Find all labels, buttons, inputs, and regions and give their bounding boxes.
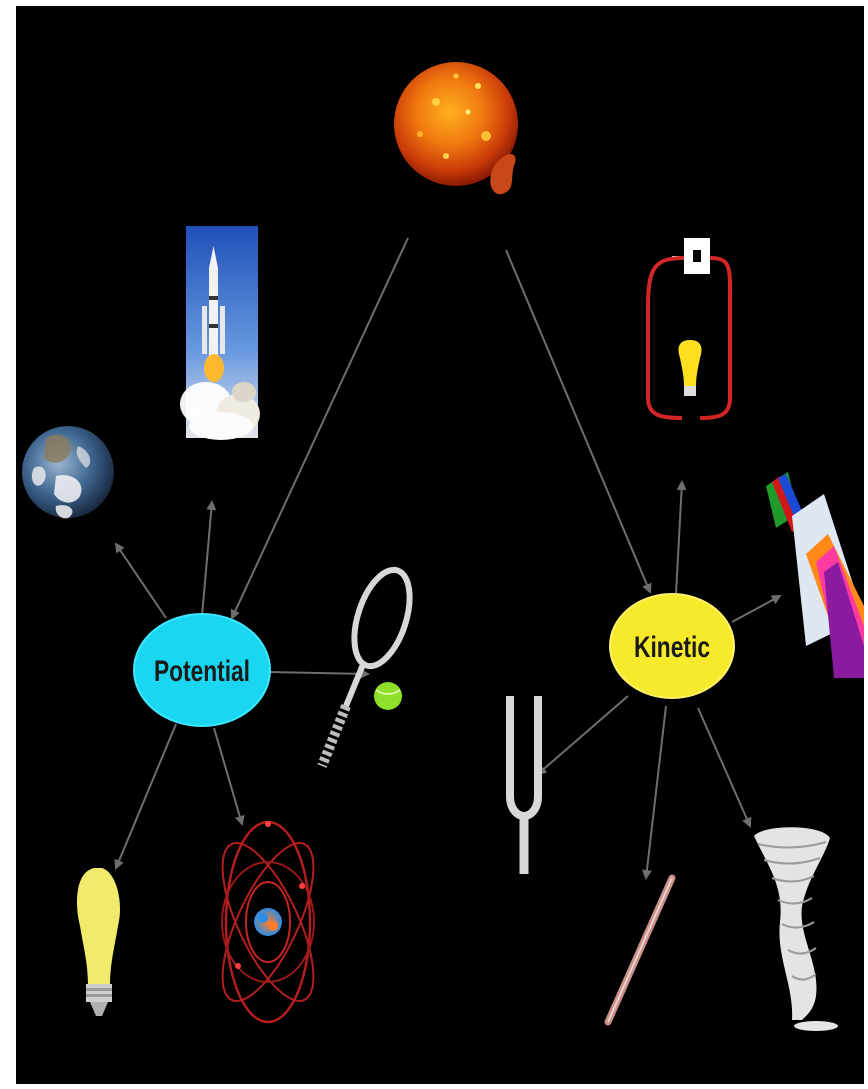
node-kinetic: Kinetic (610, 594, 734, 698)
circuit-bulb-icon (648, 238, 730, 418)
node-potential: Potential (134, 614, 270, 726)
light-bulb-icon (77, 868, 120, 1016)
energy-concept-map: Potential (16, 6, 864, 1084)
tuning-fork-icon (510, 696, 538, 874)
concept-map-canvas: Potential (16, 6, 864, 1084)
edge-kinetic-prism (732, 596, 780, 622)
edge-kinetic-fork (538, 696, 628, 774)
earth-icon (22, 426, 114, 518)
prism-icon (766, 472, 864, 678)
node-kinetic-label: Kinetic (634, 631, 710, 664)
edge-potential-earth (116, 544, 166, 618)
edge-sun-kinetic (506, 250, 650, 592)
edge-kinetic-rod (646, 706, 666, 878)
edge-kinetic-tornado (698, 708, 750, 826)
heating-rod-icon (608, 878, 672, 1022)
edge-potential-rocket (202, 502, 212, 616)
atom-icon (204, 821, 331, 1022)
rocket-launch-icon (180, 226, 260, 440)
tornado-icon (754, 827, 838, 1031)
edge-potential-atom (214, 728, 242, 824)
edge-potential-racket (268, 672, 368, 674)
tennis-racket-icon (322, 563, 420, 766)
edge-kinetic-circuit (676, 482, 682, 594)
sun-icon (394, 62, 518, 194)
edge-potential-bulb (116, 724, 176, 868)
node-potential-label: Potential (154, 655, 250, 688)
edge-sun-potential (232, 238, 408, 618)
